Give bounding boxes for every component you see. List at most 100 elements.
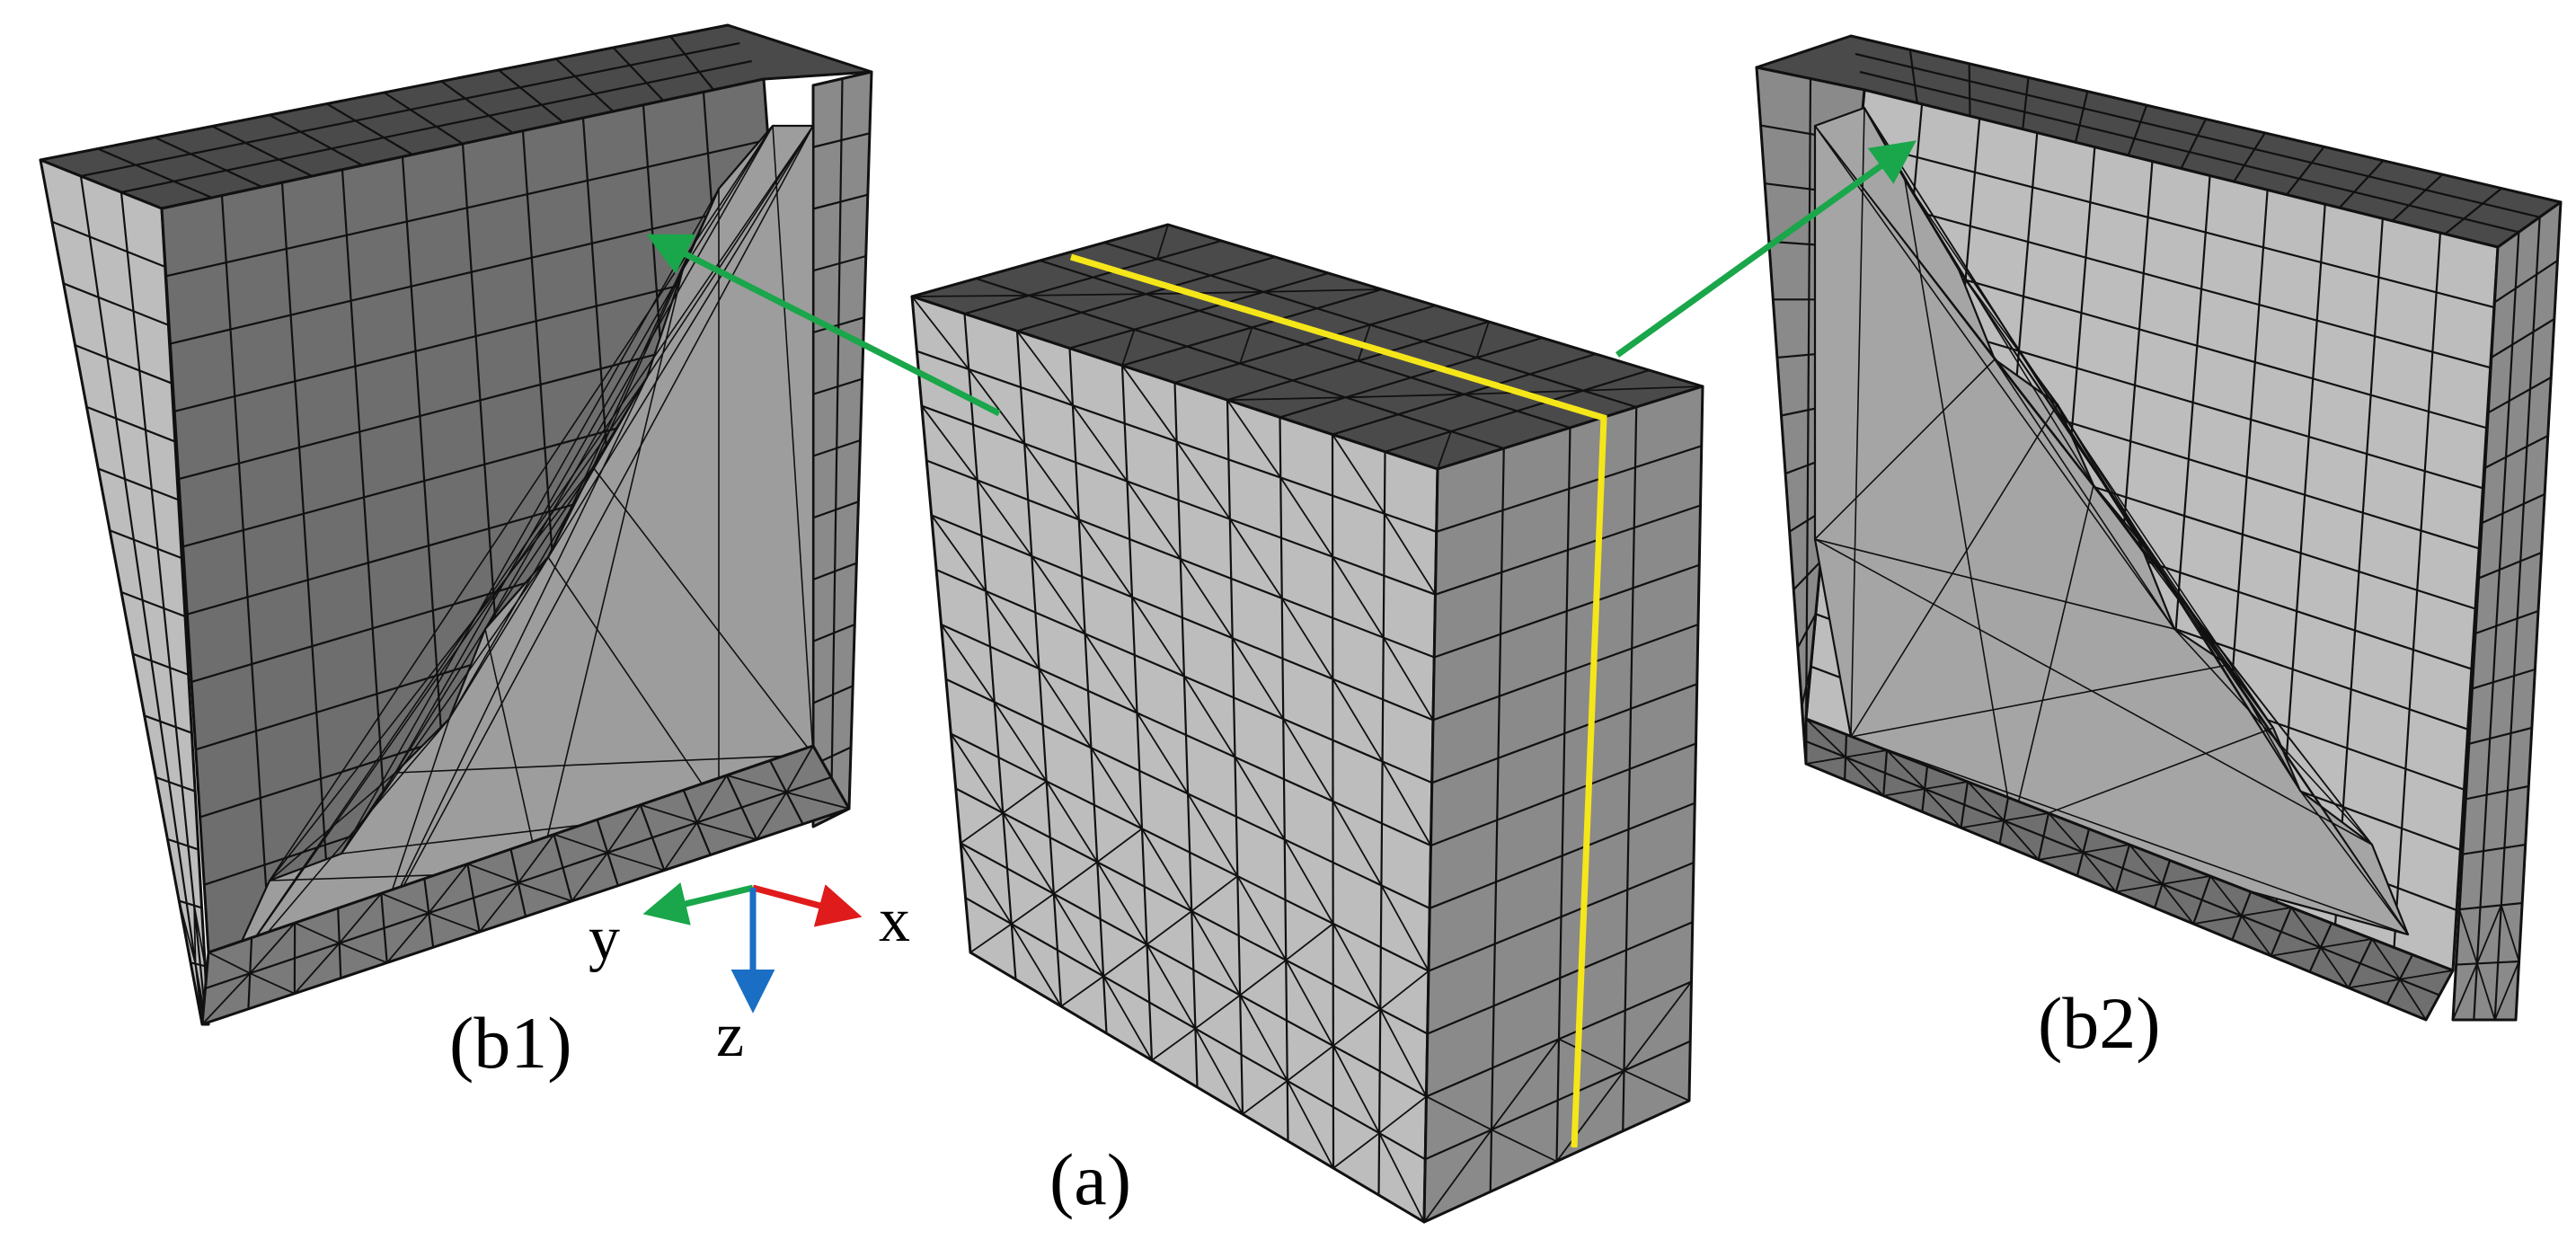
block-b2-right-tet-edge [2500,905,2520,962]
block-b1-tet-edge [448,125,814,720]
block-b2-tet-edge [2012,484,2094,828]
block-b2-ledge-tet-edge [2290,907,2322,949]
pointer-arrow-b1 [646,234,1001,417]
block-b2-ledge-tet-edge [2162,875,2211,885]
block-b1-left-mesh-line [109,529,182,560]
block-b1-ledge-tet-edge [695,775,728,823]
block-a-front-tet-edge [1239,995,1288,1082]
block-a-front-tet-edge [1016,330,1074,406]
block-b2-tet-edge [1850,107,1865,738]
block-b1-back-mesh-line [165,138,769,278]
block-a-top-tet-edge [1263,288,1383,293]
block-b1-ledge-tet-edge [571,852,608,902]
block-a-front-tet-edge [1090,747,1143,829]
block-b1-right-mesh-line [812,132,871,148]
block-a-top-tet-edge [1121,329,1136,367]
block-b1-tet-edge [376,125,814,935]
block-a-side-tet-edge [1491,1129,1557,1163]
block-a-front-tet-edge [1191,875,1238,912]
block-b1-left-mesh-line [97,467,179,501]
block-a-front-tet-edge [1280,598,1334,680]
block-b1-tet-edge [269,466,594,881]
block-b2-ledge-tet-edge [2115,883,2163,893]
block-b1-right-mesh-line [812,438,861,457]
block-a-front-tet-edge [950,733,1005,814]
block-b1-back-mesh-line [170,199,774,345]
block-a-front-tet-edge [1279,477,1333,558]
axis-y-arrow [642,882,754,926]
block-a-front-tet-edge [1096,828,1143,864]
block-a-front-tet-edge [1194,1028,1244,1115]
block-a-front-tet-edge [1382,637,1434,721]
block-b1-ledge-tet-edge [380,892,429,914]
block-a-side-mesh-line [1424,1040,1691,1161]
block-b1-tet-edge [219,376,648,989]
block-a-front-tet-edge [1332,678,1384,762]
block-b1-left-mesh-line [144,714,192,734]
block-a-front-tet-edge [1380,884,1430,972]
block-a-front-tet-edge [1332,923,1382,1010]
block-a-front-tet-edge [1378,1095,1428,1134]
block-a-front-mesh-line [950,732,1430,972]
block-b1-top-mesh-line [155,137,263,188]
block-b1-tet-edge [376,376,648,935]
block-b1-tet-edge [484,466,594,630]
block-a-front-tet-edge [1379,1008,1428,1097]
block-b2-tet-edge [1994,359,2175,630]
block-b2-ledge-tet-edge [1924,788,1962,828]
block-b1-left-tet-edge [193,905,207,967]
block-b2-ledge-tet-edge [2083,844,2130,854]
block-a-front-tet-edge [1102,976,1153,1061]
block-b1-tet-edge [394,269,684,774]
block-b1-right-mesh-line [812,377,863,395]
block-b1-left-mesh-line [155,776,196,793]
axis-x-arrow [752,884,863,927]
block-b2-top-mesh-line [2338,160,2385,208]
block-a-side-tet-edge [1426,1095,1492,1131]
block-a-front-tet-edge [1045,780,1099,863]
block-b2-top-mesh-line [2022,77,2030,129]
block-a-side-tet-edge [1624,1069,1690,1102]
block-b1-left-tet-edge [178,900,197,964]
axis-label-x: x [879,886,910,955]
block-b2-right-tet-edge [2476,905,2502,964]
block-b2-left-mesh-line [1793,561,1822,591]
block-b2-tet-edge [2173,628,2373,846]
block-a-front-tet-edge [1078,518,1133,598]
block-b2-ledge-tet-edge [2082,852,2117,893]
block-b2-right-mesh-line [2462,843,2526,855]
block-a-side-mesh-line [1432,623,1699,722]
mesh-block-b2 [1755,34,2563,1022]
block-a-side-mesh-line [1431,683,1698,784]
block-b1-ledge-tet-edge [606,852,665,872]
block-b2-right-tet-edge [2452,963,2478,1021]
block-b1-left-mesh-line [86,405,176,443]
block-b2-back-mesh-line [1854,193,2491,369]
block-a-top-tet-edge [1437,430,1452,470]
block-a-top-tet-edge [1226,396,1346,402]
block-a-front-tet-edge [1191,910,1241,996]
block-b1-ledge-tet-edge [467,863,519,884]
block-b2-ledge-tet-edge [1967,781,2005,821]
block-a-front-tet-edge [930,514,987,592]
block-a-front-tet-edge [1332,434,1385,515]
block-a-front-tet-edge [1010,923,1062,1007]
block-b2-tet-edge [1904,179,2094,486]
block-b1-ledge-tet-edge [339,892,382,944]
panel-label-a: (a) [1049,1138,1132,1220]
block-a-front-mesh-line [941,623,1431,847]
block-b2-top-mesh-line [2127,104,2148,156]
block-b2-right-mesh-line [2481,493,2545,525]
block-a-top-tet-edge [1475,321,1490,359]
block-a-front-tet-edge [1183,676,1236,758]
block-b2-ledge-tet-edge [2320,947,2350,988]
block-a-front-tet-edge [1131,597,1185,678]
block-a-front-tet-edge [1242,1080,1288,1115]
block-a-front-tet-edge [1151,1027,1196,1061]
block-b2-ledge-tet-edge [1805,756,1846,765]
block-a-side-mesh-line [1430,742,1696,847]
block-b2-tet-edge [1814,359,1996,540]
block-a-front-tet-edge [1286,1080,1334,1169]
block-b2-ledge-tet-edge [2271,946,2321,957]
